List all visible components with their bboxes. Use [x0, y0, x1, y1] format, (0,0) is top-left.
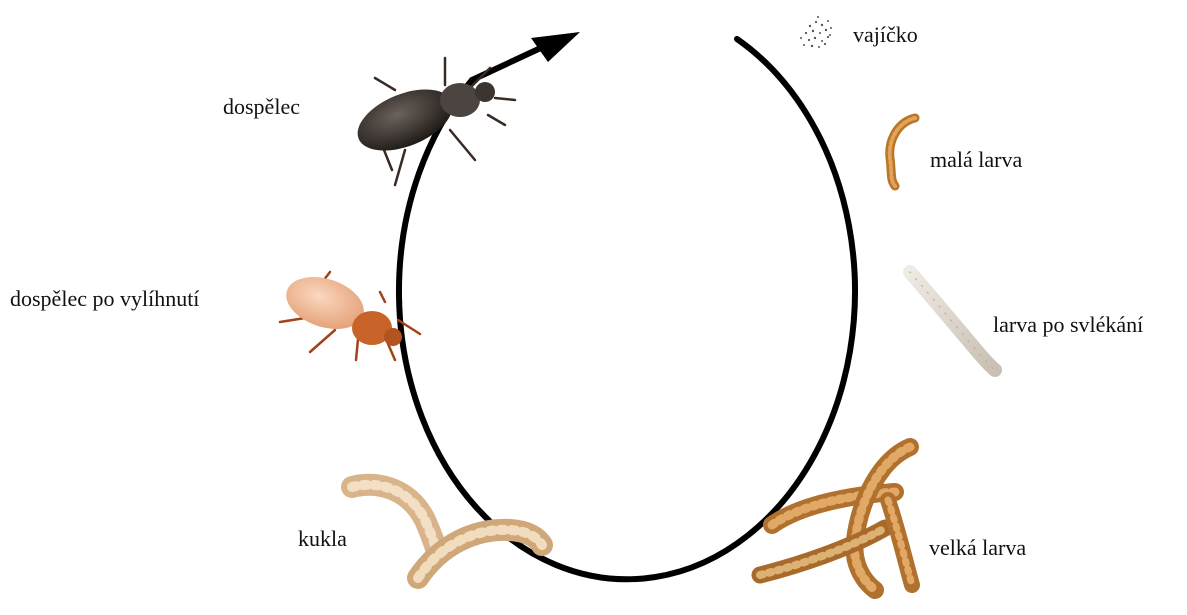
molted-larva-icon [910, 272, 995, 370]
pupa-icon [352, 485, 542, 578]
label-adult: dospělec [223, 96, 300, 118]
egg-icon [800, 16, 832, 48]
adult-beetle-icon [349, 58, 515, 185]
label-large-larva: velká larva [929, 537, 1026, 559]
label-teneral-adult: dospělec po vylíhnutí [10, 288, 199, 310]
label-small-larva: malá larva [930, 149, 1022, 171]
label-pupa: kukla [298, 528, 347, 550]
label-egg: vajíčko [853, 24, 918, 46]
large-larva-icon [760, 447, 912, 590]
small-larva-icon [890, 118, 915, 186]
label-molted-larva: larva po svlékání [993, 314, 1143, 336]
cycle-arc [399, 39, 855, 579]
